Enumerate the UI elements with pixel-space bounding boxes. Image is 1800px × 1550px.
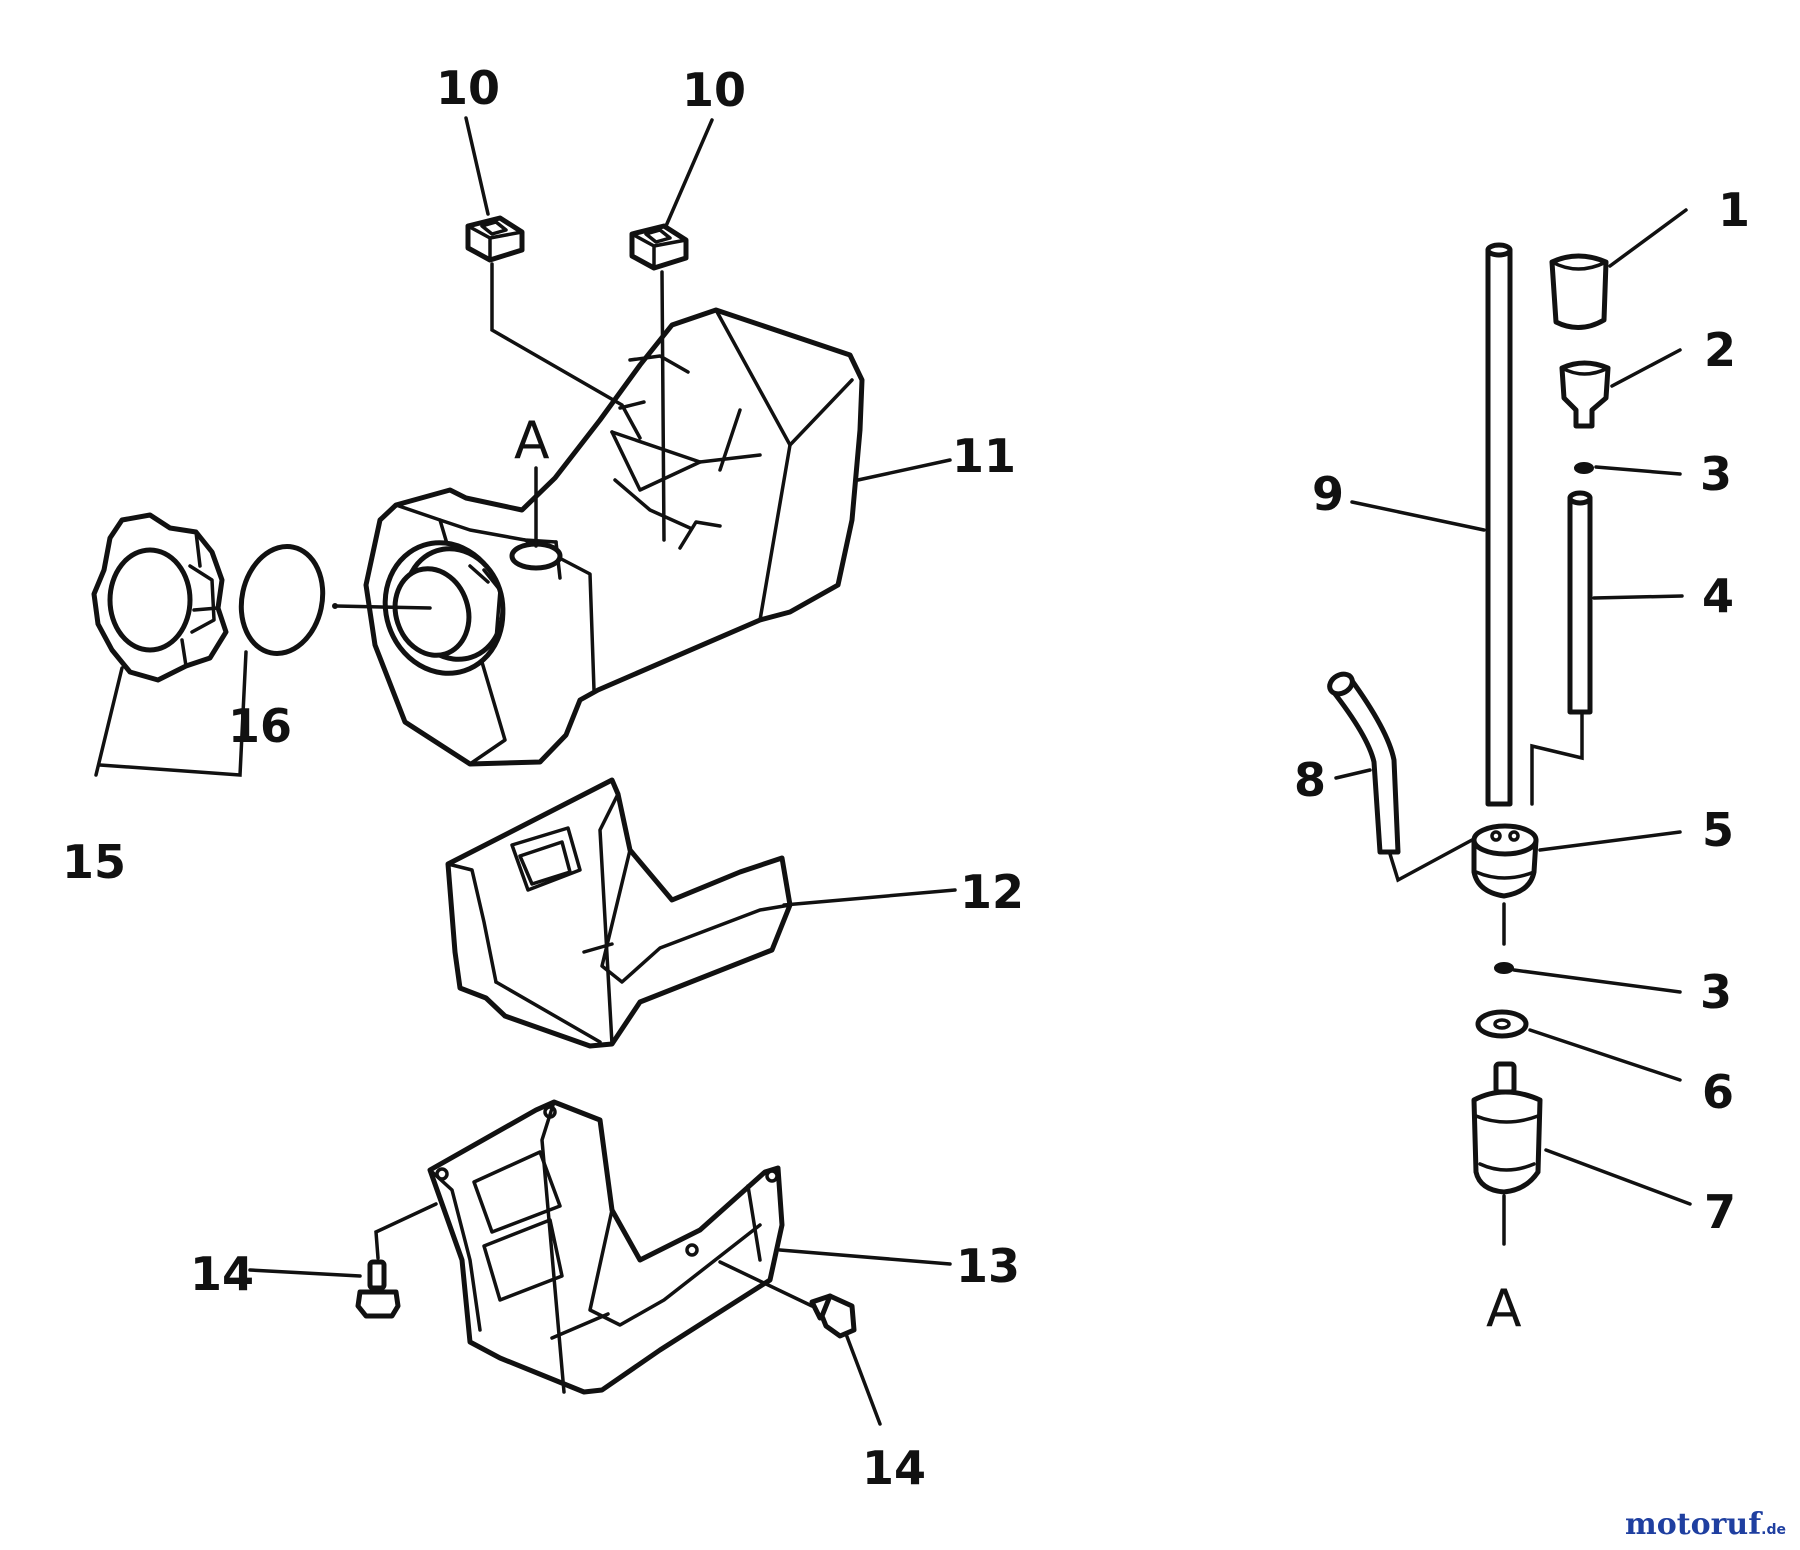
callout-6: 6 — [1702, 1065, 1734, 1119]
watermark-logo: motoruf.de — [1625, 1507, 1786, 1542]
part-2-grommet — [1559, 360, 1611, 429]
leader-lines — [94, 116, 1692, 1426]
part-12-tank-cover — [445, 777, 793, 1049]
callout-9: 9 — [1312, 467, 1344, 521]
callout-14-right: 14 — [862, 1441, 926, 1495]
callout-10-left: 10 — [436, 61, 500, 115]
part-10-mount-left — [465, 215, 525, 263]
part-3-clip-lower — [1494, 962, 1514, 974]
part-10-mount-right — [629, 223, 689, 271]
callout-5: 5 — [1702, 803, 1734, 857]
part-5-grommet-block — [1471, 823, 1539, 899]
part-9-fuel-line — [1485, 242, 1513, 807]
callout-7: 7 — [1704, 1185, 1736, 1239]
reference-A-tank: A — [514, 411, 550, 471]
callout-15: 15 — [62, 835, 126, 889]
callout-8: 8 — [1294, 753, 1326, 807]
callout-16: 16 — [228, 699, 292, 753]
callout-1: 1 — [1718, 183, 1750, 237]
part-8-vent-hose — [1327, 671, 1401, 855]
part-1-cap — [1549, 253, 1609, 330]
part-16-gasket — [238, 544, 326, 656]
part-13-bottom-guard — [427, 1099, 785, 1395]
callout-11: 11 — [952, 429, 1016, 483]
reference-A-filter: A — [1486, 1279, 1522, 1339]
part-15-fuel-cap — [91, 512, 229, 683]
callout-4: 4 — [1702, 569, 1734, 623]
callout-13: 13 — [956, 1239, 1020, 1293]
callout-3-lower: 3 — [1700, 965, 1732, 1019]
part-6-washer — [1475, 1009, 1529, 1039]
callout-10-right: 10 — [682, 63, 746, 117]
part-4-tube — [1567, 490, 1593, 715]
callout-14-left: 14 — [190, 1247, 254, 1301]
callout-2: 2 — [1704, 323, 1736, 377]
part-7-fuel-filter — [1471, 1061, 1543, 1195]
callout-3-upper: 3 — [1700, 447, 1732, 501]
watermark-tld: .de — [1761, 1522, 1786, 1538]
part-14-screw-right — [809, 1293, 857, 1339]
part-14-screw-left — [355, 1259, 401, 1319]
part-3-clip-upper — [1574, 462, 1594, 474]
part-11-fuel-tank — [363, 307, 865, 767]
watermark-brand: motoruf — [1625, 1507, 1762, 1542]
callout-12: 12 — [960, 865, 1024, 919]
